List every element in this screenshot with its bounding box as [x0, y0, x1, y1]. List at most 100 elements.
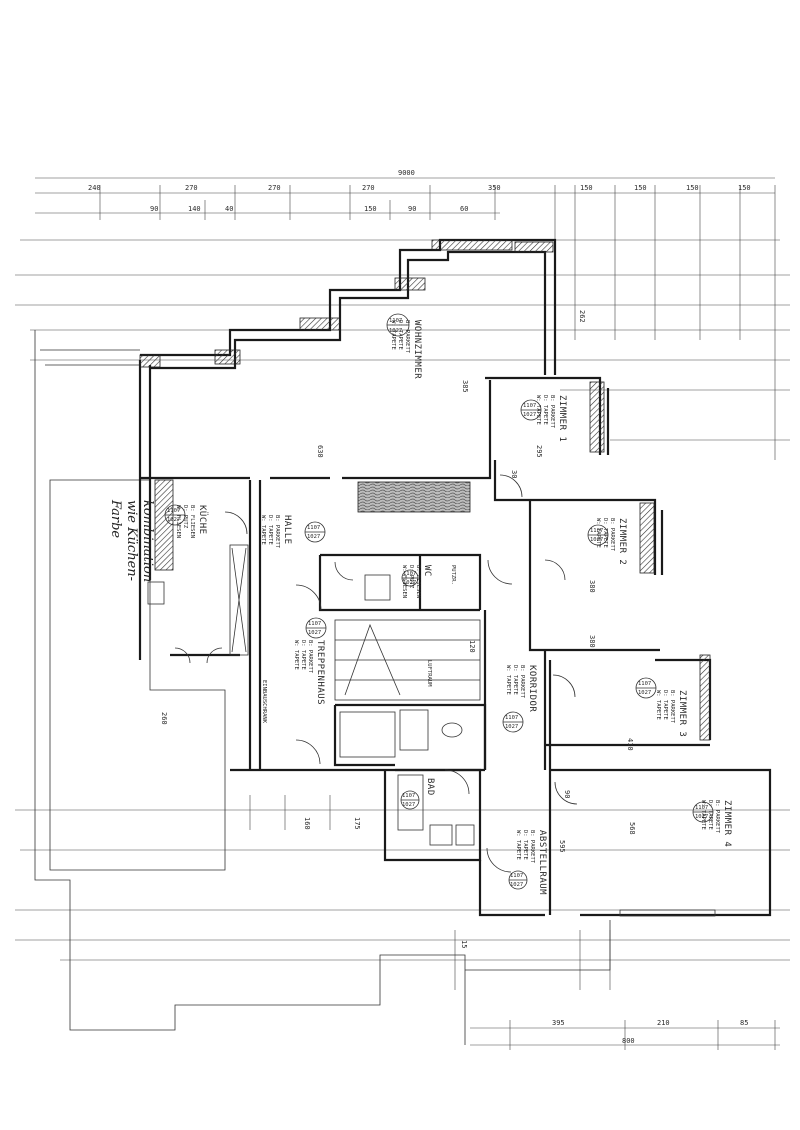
room-tag-top: 1107 — [590, 528, 603, 534]
dim-top-row2: 90 140 40 150 90 60 — [150, 205, 468, 213]
room-tag-halle: 1107 1027 — [304, 521, 326, 543]
room-tag-bottom: 1027 — [523, 412, 536, 418]
note-line-2: wie Küchen- — [124, 500, 139, 581]
dim-value: 380 — [588, 635, 596, 648]
dim-value: 90 — [150, 205, 158, 213]
dim-top-total: 9000 — [398, 169, 415, 177]
room-abstellraum: ABSTELLRAUM B: PARKETT D: TAPETE W: TAPE… — [515, 830, 547, 895]
room-ceiling-spec: D: TAPETE — [300, 640, 306, 670]
room-ceiling-spec: D: TAPETE — [707, 800, 713, 830]
dim-value: 90 — [408, 205, 416, 213]
note-line-1: Farbe — [108, 499, 123, 538]
room-tag-zimmer3: 1107 1027 — [635, 677, 657, 699]
room-name: KÜCHE — [197, 505, 208, 535]
dim-value: 260 — [160, 712, 168, 725]
room-tag-bottom: 1027 — [510, 882, 523, 888]
room-ceiling-spec: D: TAPETE — [542, 395, 548, 425]
room-floor-spec: B: PARKETT — [404, 320, 410, 354]
room-tag-korridor: 1107 1027 — [502, 711, 524, 733]
room-tag-top: 1107 — [505, 715, 518, 721]
room-ceiling-spec: D: TAPETE — [662, 690, 668, 720]
room-tag-top: 1107 — [638, 681, 651, 687]
room-tag-bottom: 1027 — [638, 690, 651, 696]
dim-value: 150 — [364, 205, 377, 213]
room-floor-spec: B: PARKETT — [549, 395, 555, 429]
room-bad: BAD — [425, 778, 435, 796]
dim-value: 380 — [588, 580, 596, 593]
dim-value: 90 — [563, 790, 571, 798]
room-wall-spec: W: TAPETE — [260, 515, 266, 545]
room-floor-spec: B: PARKETT — [519, 665, 525, 699]
room-tag-bottom: 1027 — [505, 724, 518, 730]
dim-value: 30 — [510, 470, 518, 478]
dim-value: 568 — [628, 822, 636, 835]
room-name: HALLE — [282, 515, 292, 545]
dim-value: 150 — [580, 184, 593, 192]
room-tag-zimmer1: 1107 1027 — [520, 399, 542, 421]
dim-value: 270 — [185, 184, 198, 192]
dim-value: 270 — [268, 184, 281, 192]
room-name: TREPPENHAUS — [315, 640, 325, 705]
room-tag-bottom: 1027 — [307, 534, 320, 540]
room-wall-spec: W: TAPETE — [505, 665, 511, 695]
room-wall-spec: W: TAPETE — [515, 830, 521, 860]
dim-value: 385 — [461, 380, 469, 393]
room-floor-spec: B: FLIESEN — [189, 505, 195, 538]
room-floor-spec: B: PARKETT — [609, 518, 615, 552]
room-floor-spec: B: PARKETT — [307, 640, 313, 674]
dim-value: 120 — [468, 640, 476, 653]
room-tag-bottom: 1027 — [403, 580, 416, 586]
room-wall-spec: W: FLIESEN — [175, 505, 181, 538]
dim-value: 160 — [303, 817, 311, 830]
doors — [174, 474, 716, 917]
room-ceiling-spec: D: TAPETE — [397, 320, 403, 350]
dim-value: 15 — [460, 940, 468, 948]
handwritten-note: Farbe wie Küchen- kombination — [108, 499, 155, 582]
dim-bottom-row: 395 210 85 — [552, 1019, 748, 1027]
dim-value: 630 — [316, 445, 324, 458]
room-wall-spec: W: FLIESEN — [401, 565, 407, 598]
dim-value: 150 — [686, 184, 699, 192]
room-ceiling-spec: D: TAPETE — [602, 518, 608, 548]
hatched-wall-segments — [139, 239, 711, 741]
interior-dimensions: 630 385 380 380 410 568 295 160 175 120 … — [160, 380, 636, 948]
dim-value: 240 — [88, 184, 101, 192]
room-zimmer2: ZIMMER 2 B: PARKETT D: TAPETE W: TAPETE — [595, 518, 627, 565]
room-zimmer1: ZIMMER 1 B: PARKETT D: TAPETE W: TAPETE — [535, 395, 567, 442]
room-tag-top: 1107 — [308, 621, 321, 627]
room-floor-spec: B: PARKETT — [669, 690, 675, 724]
dim-value: 175 — [353, 817, 361, 830]
room-tag-treppenhaus: 1107 1027 — [305, 617, 327, 639]
room-ceiling-spec: D: TAPETE — [512, 665, 518, 695]
room-tag-top: 1107 — [167, 508, 180, 514]
room-ceiling-spec: D: PUTZ — [408, 565, 414, 589]
dim-value: 295 — [535, 445, 543, 458]
room-tag-top: 1107 — [389, 318, 402, 324]
dim-value: 85 — [740, 1019, 748, 1027]
dim-value: 270 — [362, 184, 375, 192]
room-zimmer3: ZIMMER 3 B: PARKETT D: TAPETE W: TAPETE — [655, 690, 687, 737]
room-halle: HALLE B: PARKETT D: TAPETE W: TAPETE — [260, 515, 292, 549]
room-wall-spec: W: TAPETE — [700, 800, 706, 830]
room-tag-zimmer2: 1107 1027 — [587, 524, 609, 546]
room-name: ZIMMER 3 — [677, 690, 687, 737]
room-tag-top: 1107 — [695, 805, 708, 811]
room-tag-bottom: 1027 — [695, 814, 708, 820]
room-wall-spec: W: TAPETE — [655, 690, 661, 720]
room-name: KORRIDOR — [527, 665, 537, 712]
room-name: ABSTELLRAUM — [537, 830, 547, 895]
room-name: ZIMMER 2 — [617, 518, 627, 565]
room-floor-spec: B: PARKETT — [714, 800, 720, 834]
room-tag-bottom: 1027 — [308, 630, 321, 636]
room-treppenhaus: TREPPENHAUS B: PARKETT D: TAPETE W: TAPE… — [293, 640, 325, 705]
dim-value: 595 — [558, 840, 566, 853]
room-tag-bottom: 1027 — [389, 328, 402, 334]
dim-value: 140 — [188, 205, 201, 213]
room-tag-kueche: 1107 1027 — [164, 504, 186, 526]
dim-value: 350 — [488, 184, 501, 192]
dim-value: 150 — [634, 184, 647, 192]
room-zimmer4: ZIMMER 4 B: PARKETT D: TAPETE W: TAPETE — [700, 800, 732, 847]
dim-value: 210 — [657, 1019, 670, 1027]
room-floor-spec: B: FLIESEN — [415, 565, 421, 598]
